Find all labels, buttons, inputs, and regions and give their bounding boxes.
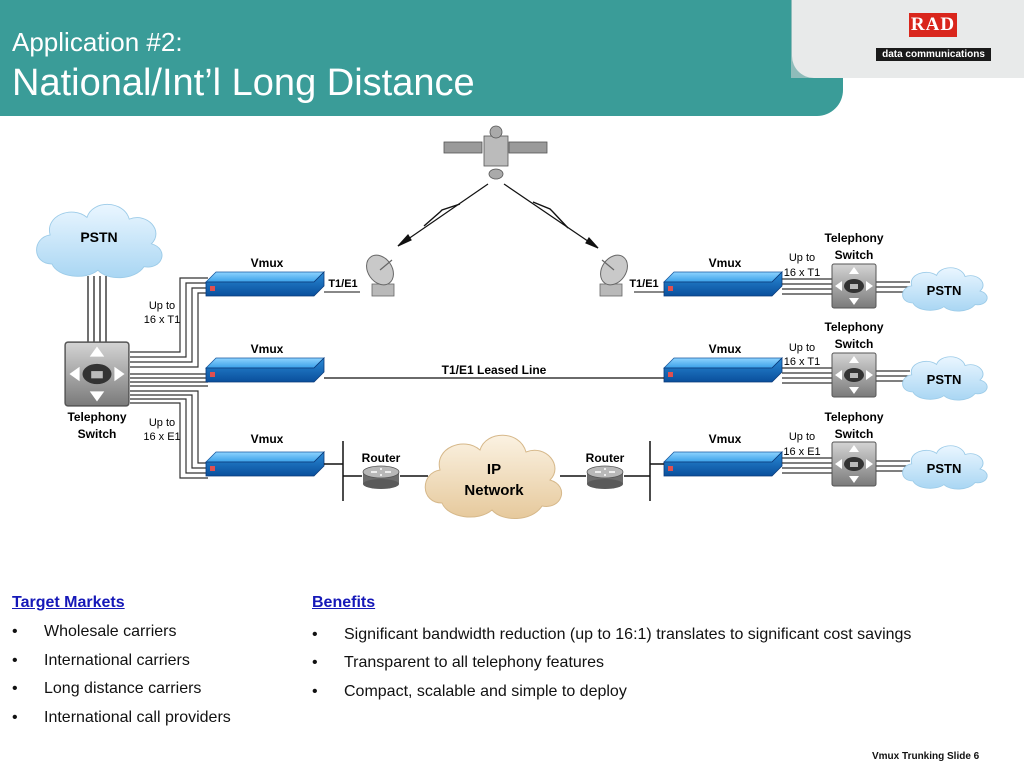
list-item: Compact, scalable and simple to deploy [312, 679, 952, 704]
pstn-label-right-2: PSTN [927, 372, 962, 387]
list-item: Wholesale carriers [12, 622, 292, 642]
switch-label-right-3-line1: Telephony [824, 410, 883, 424]
telephony-switch-icon-right-3 [831, 441, 877, 487]
list-item: Transparent to all telephony features [312, 650, 952, 675]
left-bus-lines [130, 277, 208, 479]
router-label-right: Router [586, 451, 625, 465]
pstn-label-right-1: PSTN [927, 283, 962, 298]
ip-network-label-line2: Network [464, 482, 524, 499]
benefits-heading: Benefits [312, 594, 376, 611]
capacity-right-1-line2: 16 x T1 [784, 267, 821, 279]
logo-panel [792, 0, 1024, 78]
vmux-left-1 [205, 271, 325, 297]
rad-logo: RAD [909, 13, 957, 37]
slide-title-line2: National/Int’l Long Distance [12, 62, 475, 104]
ip-network-label-line1: IP [487, 461, 501, 478]
rad-logo-subtext: data communications [876, 48, 991, 61]
list-item: International call providers [12, 708, 292, 728]
vmux-right-2 [663, 357, 783, 383]
capacity-right-2-line1: Up to [789, 342, 815, 354]
leased-line-label: T1/E1 Leased Line [442, 363, 547, 377]
vmux-label-right-3: Vmux [709, 432, 742, 446]
vmux-label-left-2: Vmux [251, 342, 284, 356]
pstn-label-left: PSTN [80, 229, 117, 245]
benefits-list: Significant bandwidth reduction (up to 1… [312, 622, 952, 704]
switch-label-left-line2: Switch [78, 427, 117, 441]
capacity-right-2-line2: 16 x T1 [784, 356, 821, 368]
satellite-icon [443, 125, 548, 180]
list-item: International carriers [12, 651, 292, 671]
vmux-label-right-1: Vmux [709, 256, 742, 270]
vmux-label-left-1: Vmux [251, 256, 284, 270]
capacity-left-1-line2: 16 x T1 [144, 314, 181, 326]
network-diagram: PSTN Telephony Switch Up to 16 x T1 Up t… [36, 125, 988, 520]
capacity-right-1-line1: Up to [789, 252, 815, 264]
capacity-left-2-line1: Up to [149, 417, 175, 429]
switch-label-right-1-line1: Telephony [824, 231, 883, 245]
t1e1-label-left: T1/E1 [328, 278, 357, 290]
slide-footer: Vmux Trunking Slide 6 [872, 751, 980, 762]
capacity-right-3-line2: 16 x E1 [783, 446, 820, 458]
telephony-switch-icon-right-1 [831, 263, 877, 309]
list-item: Long distance carriers [12, 679, 292, 699]
router-label-left: Router [362, 451, 401, 465]
t1e1-label-right: T1/E1 [629, 278, 658, 290]
vmux-label-left-3: Vmux [251, 432, 284, 446]
vmux-left-2 [205, 357, 325, 383]
router-icon-left [362, 465, 400, 490]
telephony-switch-icon-left [64, 341, 130, 407]
slide-title-line1: Application #2: [12, 27, 183, 57]
row3-links [324, 441, 664, 501]
pstn-label-right-3: PSTN [927, 461, 962, 476]
switch-label-right-1-line2: Switch [835, 248, 874, 262]
vmux-left-3 [205, 451, 325, 477]
satellite-links [397, 183, 599, 249]
vmux-right-3 [663, 451, 783, 477]
switch-label-right-3-line2: Switch [835, 427, 874, 441]
switch-label-right-2-line2: Switch [835, 337, 874, 351]
capacity-right-3-line1: Up to [789, 431, 815, 443]
target-markets-heading: Target Markets [12, 594, 125, 611]
list-item: Significant bandwidth reduction (up to 1… [312, 622, 944, 647]
switch-label-left-line1: Telephony [67, 410, 126, 424]
switch-label-right-2-line1: Telephony [824, 320, 883, 334]
left-pstn-trunks [87, 276, 107, 342]
telephony-switch-icon-right-2 [831, 352, 877, 398]
router-icon-right [586, 465, 624, 490]
capacity-left-1-line1: Up to [149, 300, 175, 312]
capacity-left-2-line2: 16 x E1 [143, 431, 180, 443]
target-markets-list: Wholesale carriers International carrier… [12, 622, 292, 728]
header-band [0, 0, 843, 116]
vmux-label-right-2: Vmux [709, 342, 742, 356]
satellite-dish-icon-left [359, 248, 401, 298]
satellite-dish-icon-right [593, 248, 635, 298]
vmux-right-1 [663, 271, 783, 297]
